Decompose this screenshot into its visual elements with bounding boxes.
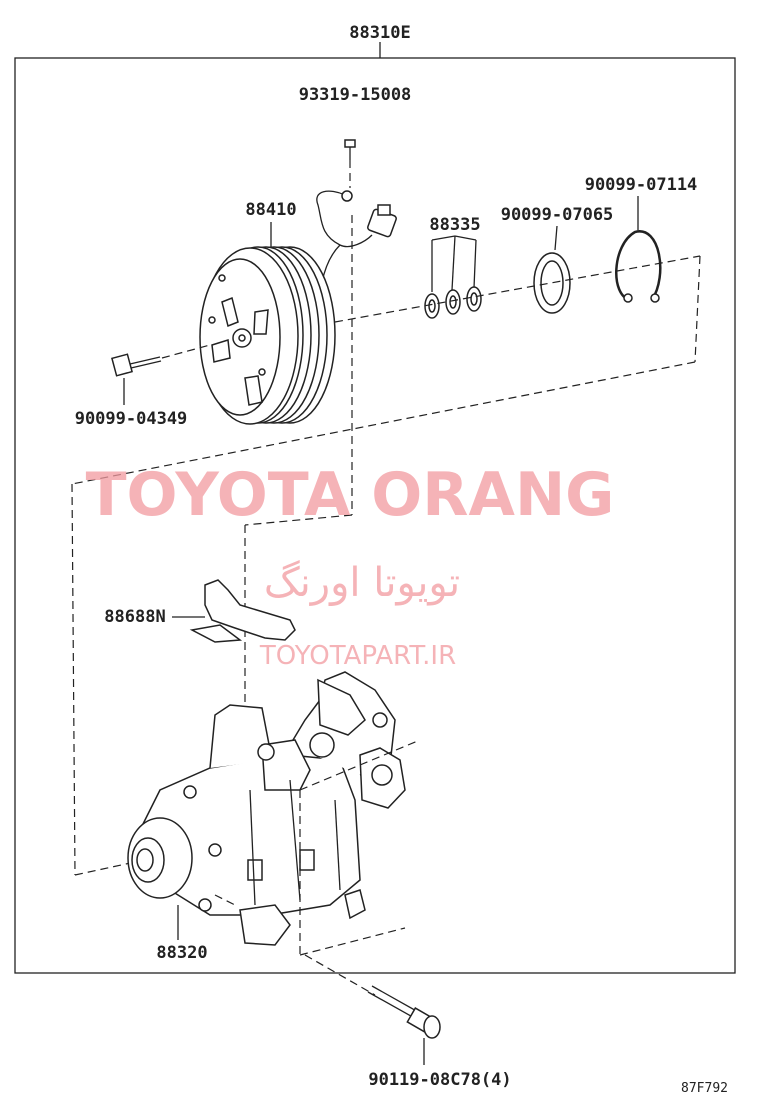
label-ring: 90099-07114: [585, 175, 698, 195]
pulley-bolt: [111, 353, 162, 377]
watermark-brand-fa: تويوتا اورنگ: [264, 560, 460, 606]
watermark-site: TOYOTAPART.IR: [259, 641, 456, 671]
compressor-body: [127, 671, 406, 946]
magnetic-clutch-pulley: [199, 246, 336, 425]
label-bolt-top: 93319-15008: [299, 85, 412, 105]
assembly-label: 88310E: [349, 23, 410, 43]
snap-ring: [533, 252, 571, 314]
watermark-brand-en: TOYOTA ORANG: [86, 460, 615, 530]
bracket-part: [189, 579, 296, 643]
figure-code: 87F792: [681, 1081, 728, 1096]
assembly-frame: [14, 57, 736, 974]
clutch-harness: [316, 190, 397, 283]
label-snap-ring: 90099-07065: [501, 205, 614, 225]
label-pulley-bolt: 90099-04349: [75, 409, 188, 429]
mount-bolt: [367, 985, 441, 1039]
top-screw: [344, 139, 356, 160]
label-clutch: 88410: [245, 200, 296, 220]
label-compressor: 88320: [156, 943, 207, 963]
label-mount-bolt: 90119-08C78(4): [368, 1070, 511, 1090]
label-bracket: 88688N: [104, 607, 165, 627]
retaining-ring: [615, 230, 662, 303]
label-shims: 88335: [429, 215, 480, 235]
shim-washers: [424, 286, 482, 319]
